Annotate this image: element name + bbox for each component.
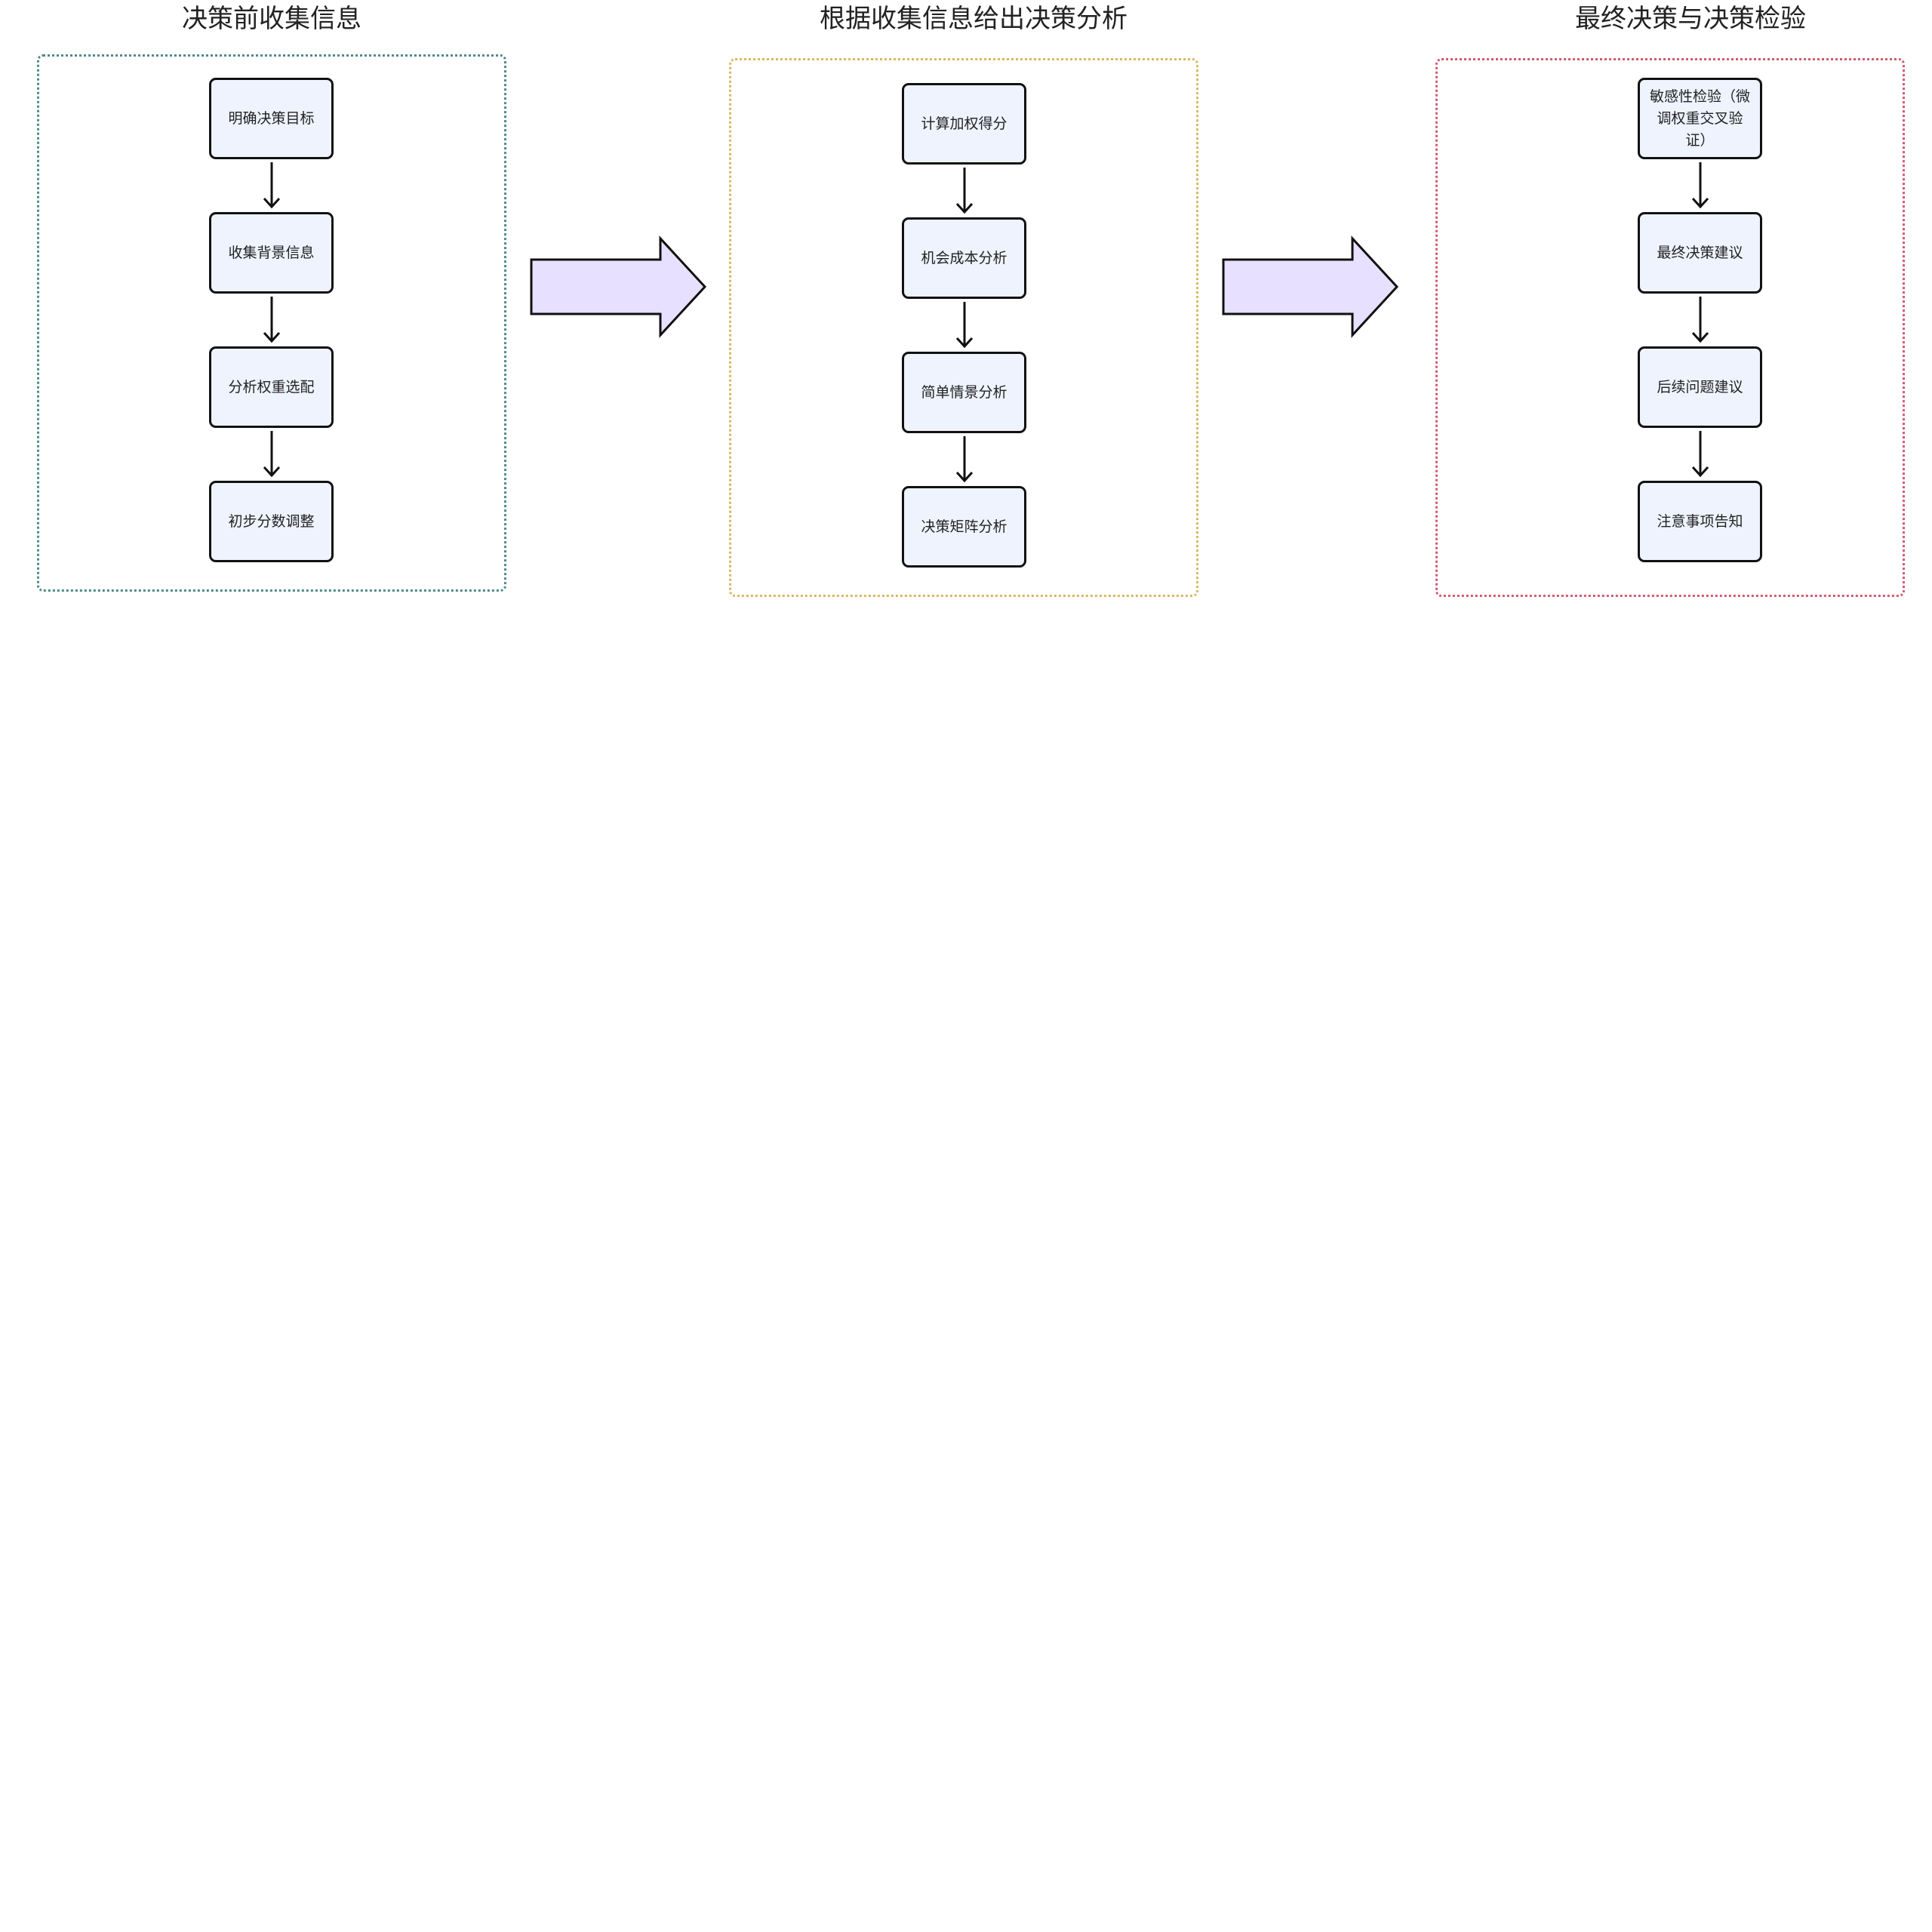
- connector-arrow-icon: [955, 436, 974, 483]
- connector-arrow-icon: [263, 431, 281, 478]
- group-1-frame: [37, 54, 506, 592]
- group-2-frame: [729, 58, 1198, 597]
- connector-arrow-icon: [263, 297, 281, 343]
- step-weight-selection[interactable]: 分析权重选配: [209, 346, 334, 428]
- group-1-title: 决策前收集信息: [182, 4, 361, 34]
- step-notes[interactable]: 注意事项告知: [1638, 481, 1762, 562]
- connector-arrow-icon: [1691, 297, 1709, 343]
- flow-arrow-right-icon: [1222, 235, 1399, 338]
- connector-arrow-icon: [1691, 162, 1709, 209]
- group-3-title: 最终决策与决策检验: [1575, 4, 1806, 34]
- step-initial-score-adjust[interactable]: 初步分数调整: [209, 481, 334, 562]
- connector-arrow-icon: [955, 168, 974, 214]
- step-sensitivity-check[interactable]: 敏感性检验（微调权重交叉验证）: [1638, 78, 1762, 159]
- step-opportunity-cost[interactable]: 机会成本分析: [902, 217, 1026, 299]
- step-define-goal[interactable]: 明确决策目标: [209, 78, 334, 159]
- connector-arrow-icon: [263, 162, 281, 209]
- step-weighted-score[interactable]: 计算加权得分: [902, 83, 1026, 165]
- step-scenario-analysis[interactable]: 简单情景分析: [902, 352, 1026, 433]
- step-final-decision[interactable]: 最终决策建议: [1638, 212, 1762, 294]
- step-decision-matrix[interactable]: 决策矩阵分析: [902, 486, 1026, 568]
- connector-arrow-icon: [955, 302, 974, 349]
- connector-arrow-icon: [1691, 431, 1709, 478]
- group-3-frame: [1435, 58, 1905, 597]
- group-2-title: 根据收集信息给出决策分析: [820, 4, 1128, 34]
- flow-arrow-right-icon: [530, 235, 707, 338]
- step-follow-up-suggestions[interactable]: 后续问题建议: [1638, 346, 1762, 428]
- step-collect-background[interactable]: 收集背景信息: [209, 212, 334, 294]
